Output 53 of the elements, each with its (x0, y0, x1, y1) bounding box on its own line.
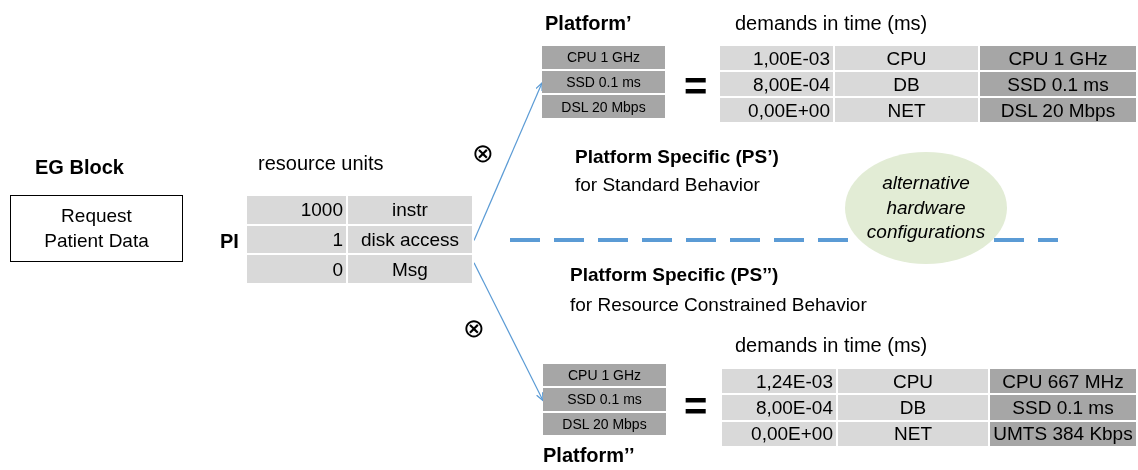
table-cell: CPU 1 GHz (980, 46, 1136, 70)
table-heading: demands in time (ms) (735, 12, 928, 35)
platform-stack (542, 46, 667, 120)
table-cell: SSD 0.1 ms (990, 395, 1136, 420)
table-cell: CPU (835, 46, 978, 70)
platform-heading: Platform’’ (543, 444, 635, 467)
table-cell: 0,00E+00 (722, 421, 836, 446)
table-cell: SSD 0.1 ms (980, 72, 1136, 96)
table-cell: 8,00E-04 (720, 72, 833, 96)
table-cell: NET (838, 421, 988, 446)
platform-stack (543, 364, 668, 437)
table-cell: CPU 1 GHz (543, 364, 666, 387)
note-ellipse: alternative hardware configurations (845, 152, 1007, 264)
process-box: Request Patient Data (10, 195, 183, 262)
table-cell: SSD 0.1 ms (542, 70, 665, 94)
table-cell: UMTS 384 Kbps (990, 421, 1136, 446)
table-cell: 0,00E+00 (720, 98, 833, 122)
table-cell: SSD 0.1 ms (543, 388, 666, 411)
arrow (473, 262, 544, 402)
table-cell: DSL 20 Mbps (542, 95, 665, 118)
table-cell: DB (835, 72, 978, 96)
section-heading: Platform Specific (PS’) (575, 147, 779, 166)
section-subtitle: for Resource Constrained Behavior (570, 295, 867, 314)
table-cell: 1000 (247, 196, 346, 224)
data-table (247, 196, 474, 285)
table-cell: CPU 667 MHz (990, 369, 1136, 394)
equals-sign: = (684, 66, 708, 106)
table-cell: CPU 1 GHz (542, 46, 665, 69)
row-label: PI (220, 230, 239, 253)
table-cell: DSL 20 Mbps (543, 412, 666, 435)
table-cell: instr (348, 196, 472, 224)
section-heading: Platform Specific (PS’’) (570, 265, 779, 284)
data-table (722, 369, 1138, 448)
table-cell: NET (835, 98, 978, 122)
table-cell: DSL 20 Mbps (980, 98, 1136, 122)
table-cell: 8,00E-04 (722, 395, 836, 420)
table-cell: 1,00E-03 (720, 46, 833, 70)
table-cell: 0 (247, 255, 346, 283)
block-heading: EG Block (35, 156, 124, 179)
table-heading: demands in time (ms) (735, 334, 928, 357)
section-subtitle: for Standard Behavior (575, 175, 760, 194)
table-cell: CPU (838, 369, 988, 394)
data-table (720, 46, 1138, 124)
platform-heading: Platform’ (545, 12, 632, 35)
table-cell: disk access (348, 225, 472, 254)
table-cell: DB (838, 395, 988, 420)
tensor-product-sign: ⊗ (463, 315, 485, 341)
table-heading: resource units (258, 152, 384, 175)
equals-sign: = (684, 386, 708, 426)
tensor-product-sign: ⊗ (472, 140, 494, 166)
table-cell: 1,24E-03 (722, 369, 836, 394)
table-cell: 1 (247, 225, 346, 254)
table-cell: Msg (348, 255, 472, 283)
